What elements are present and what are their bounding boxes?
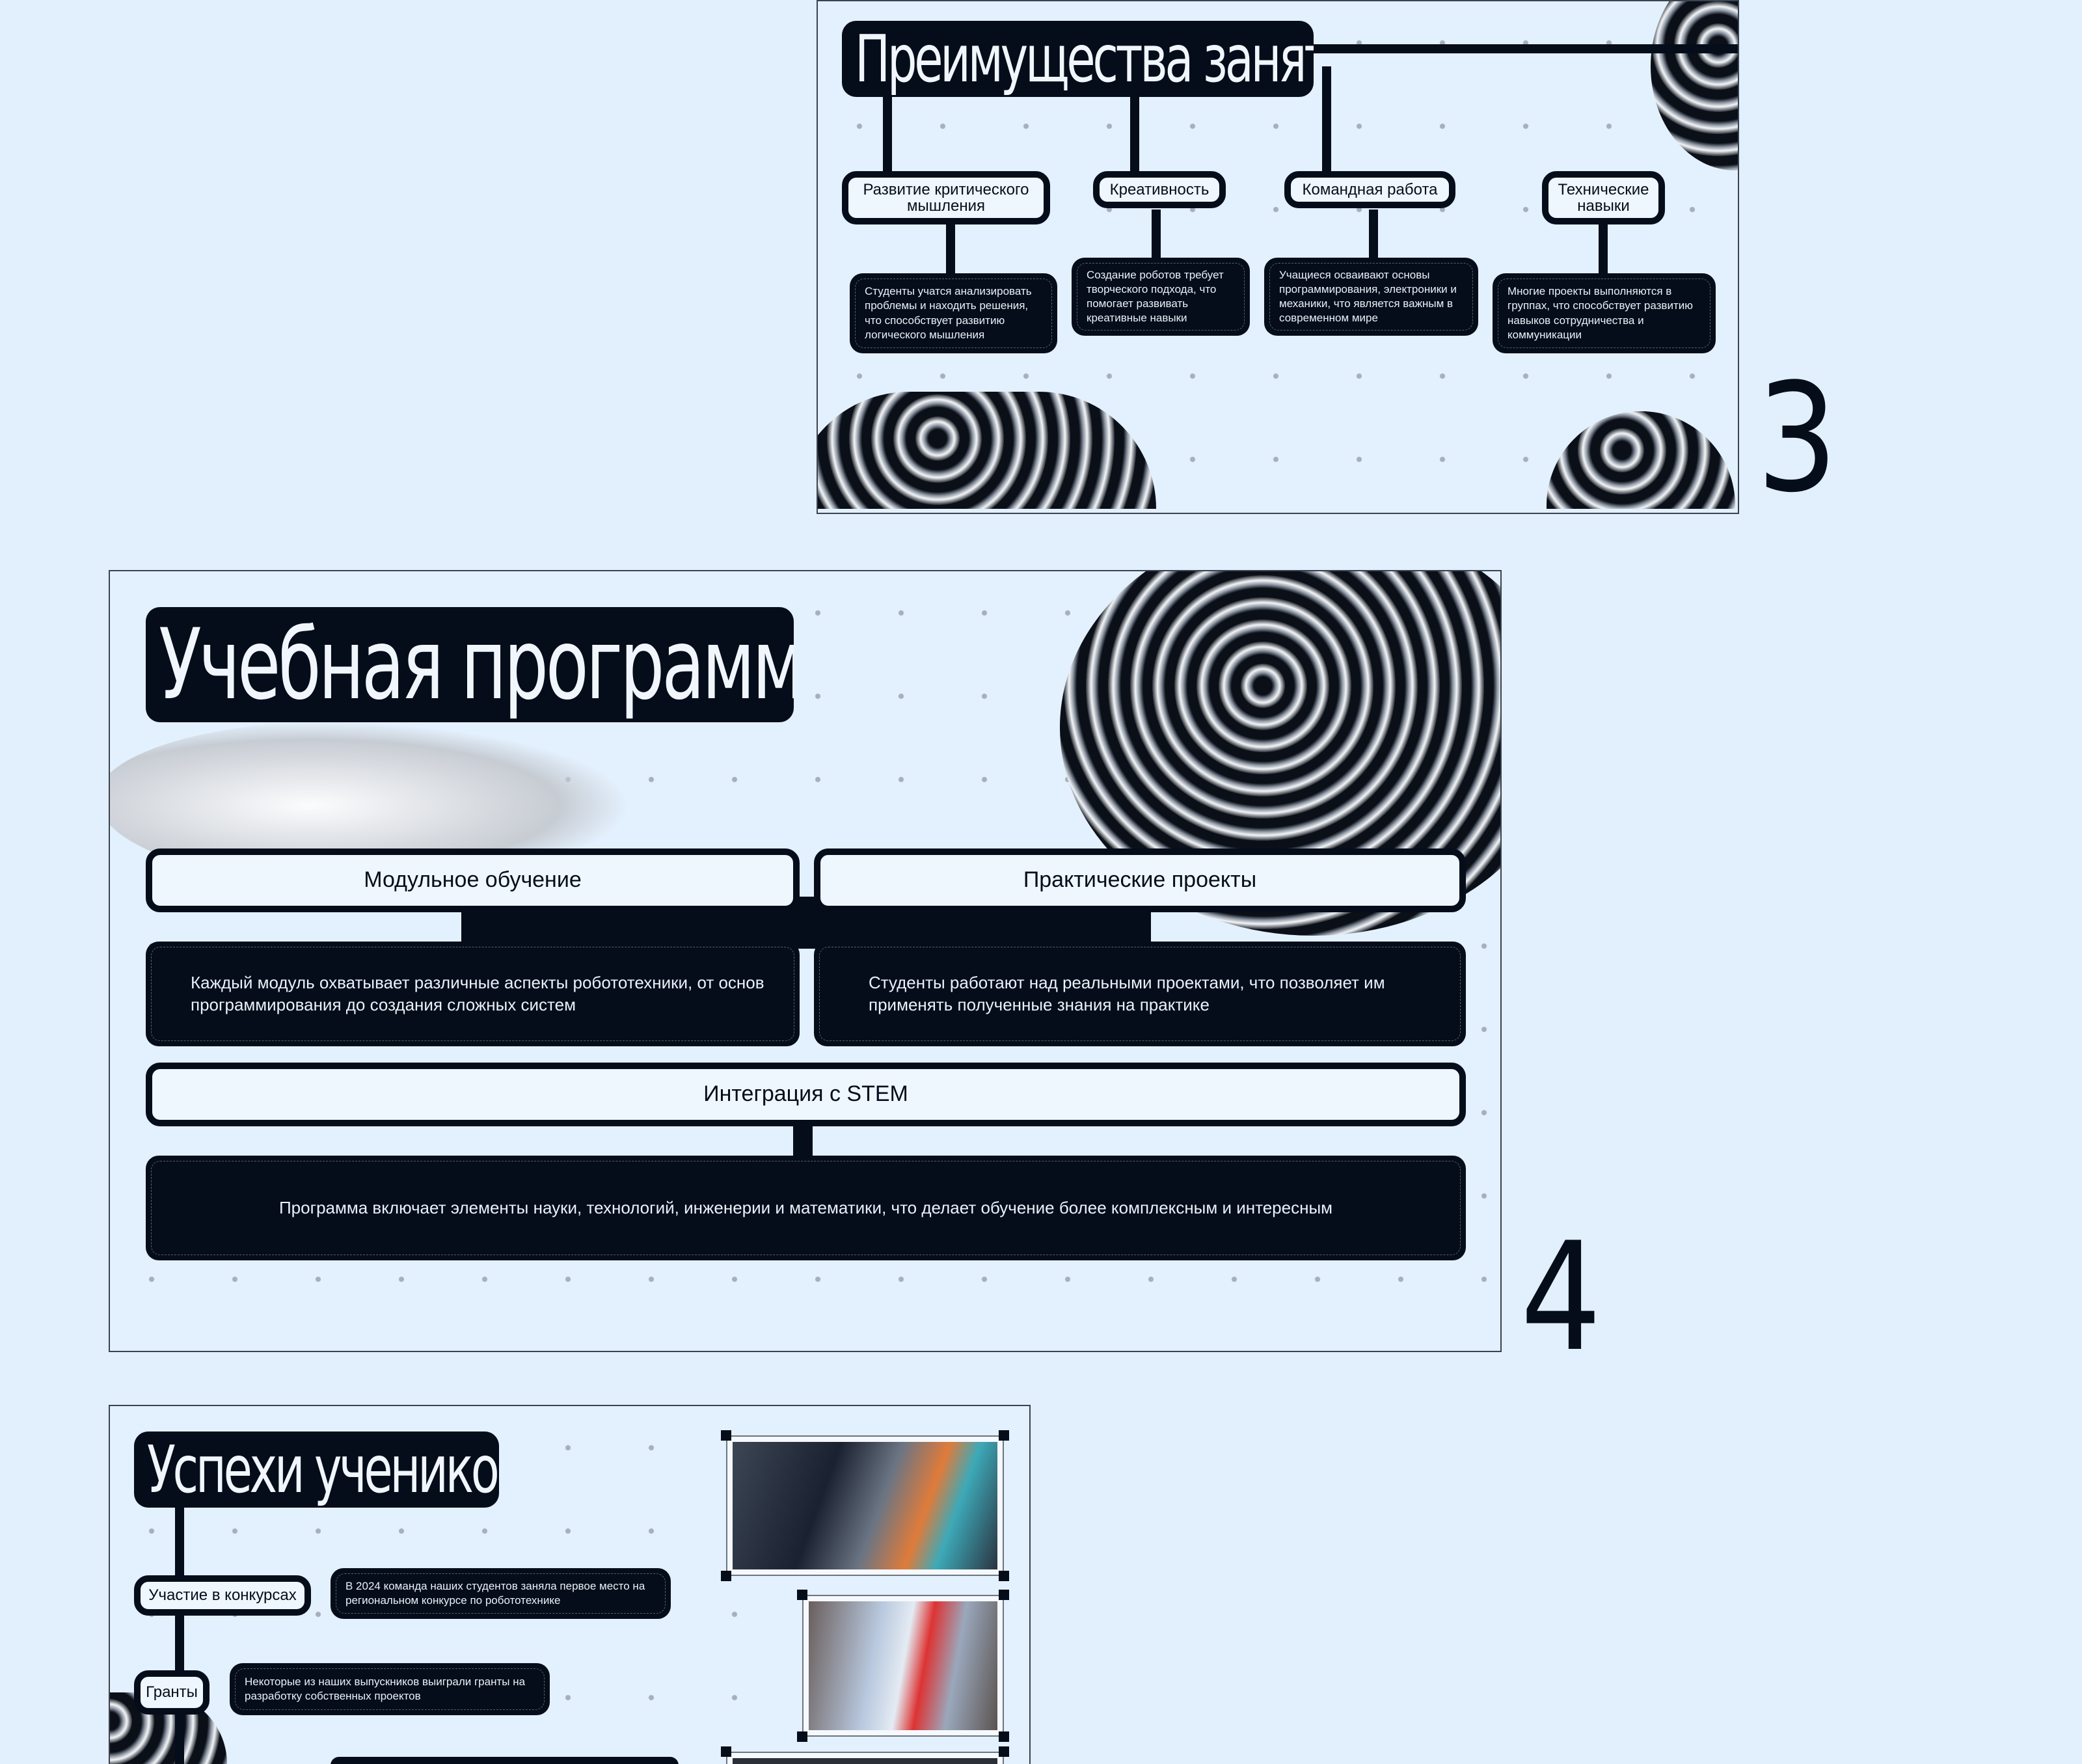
connector [1599, 223, 1608, 278]
photo-boy-robot[interactable] [802, 1595, 1004, 1737]
connector [883, 92, 892, 177]
slide-5[interactable]: Успехи учеников Участие в конкурсах В 20… [109, 1405, 1031, 1764]
node-competitions[interactable]: Участие в конкурсах [134, 1575, 311, 1616]
connector [793, 1124, 813, 1157]
slide-number: 4 [1521, 1211, 1602, 1385]
node-tech-skills[interactable]: Технические навыки [1542, 171, 1665, 224]
chrome-swirl-decoration [1547, 411, 1735, 509]
slide-4[interactable]: Учебная программа Модульное обучение Пра… [109, 570, 1502, 1352]
slide-title: Успехи учеников [134, 1432, 499, 1508]
node-stem[interactable]: Интеграция с STEM [146, 1063, 1466, 1126]
desc-stem: Программа включает элементы науки, техно… [146, 1156, 1466, 1260]
connector [1152, 210, 1161, 262]
connector [1273, 44, 1738, 187]
desc-competitions: В 2024 команда наших студентов заняла пе… [331, 1568, 671, 1619]
desc-critical-thinking: Студенты учатся анализировать проблемы и… [850, 273, 1057, 353]
node-creativity[interactable]: Креативность [1093, 171, 1226, 208]
connector [1322, 66, 1331, 177]
connector [175, 1504, 184, 1764]
photo-students-robot[interactable] [726, 1435, 1004, 1576]
connector [946, 223, 955, 278]
slide-number: 3 [1757, 352, 1838, 526]
slide-title: Преимущества занятий [842, 21, 1314, 97]
desc-projects: Студенты работают над реальными проектам… [814, 942, 1466, 1046]
connector [1130, 92, 1139, 177]
connector [1369, 210, 1378, 262]
desc-creativity: Создание роботов требует творческого под… [1072, 258, 1250, 336]
node-modular[interactable]: Модульное обучение [146, 848, 800, 912]
node-critical-thinking[interactable]: Развитие критического мышления [842, 171, 1050, 224]
node-teamwork[interactable]: Командная работа [1284, 171, 1455, 208]
desc-more [331, 1757, 679, 1764]
photo-third[interactable] [726, 1752, 1004, 1764]
chrome-swirl-decoration [818, 392, 1156, 509]
desc-teamwork: Учащиеся осваивают основы программирован… [1264, 258, 1478, 336]
node-grants[interactable]: Гранты [134, 1670, 210, 1715]
slide-title: Учебная программа [146, 607, 794, 722]
slide-3[interactable]: Преимущества занятий Развитие критическо… [817, 0, 1739, 514]
desc-grants: Некоторые из наших выпускников выиграли … [230, 1663, 550, 1715]
desc-modular: Каждый модуль охватывает различные аспек… [146, 942, 800, 1046]
desc-tech-skills: Многие проекты выполняются в группах, чт… [1493, 273, 1716, 353]
node-projects[interactable]: Практические проекты [814, 848, 1466, 912]
